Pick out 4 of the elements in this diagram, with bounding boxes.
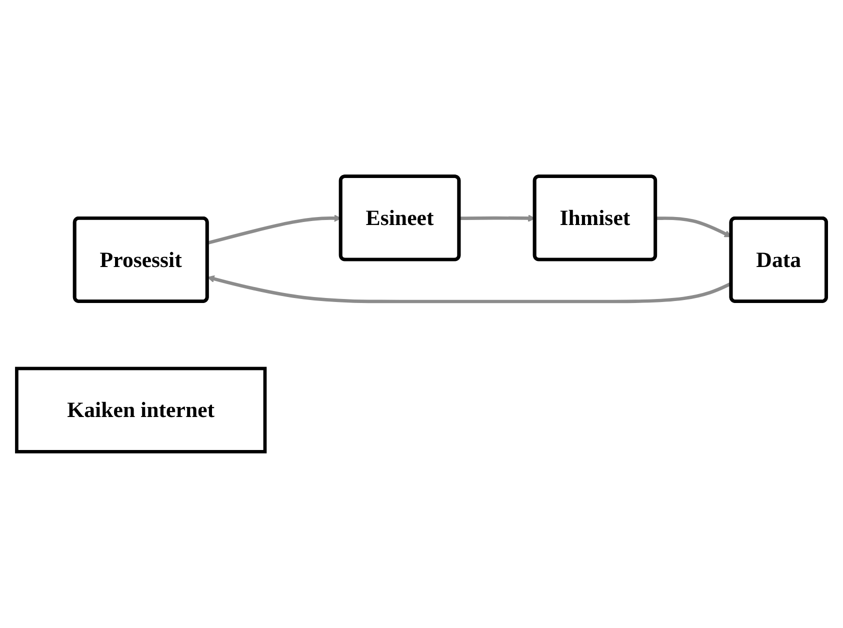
arrow xyxy=(656,216,732,238)
node-box: Kaiken internet xyxy=(15,366,267,454)
arrow xyxy=(459,214,536,222)
arrow xyxy=(207,214,342,245)
